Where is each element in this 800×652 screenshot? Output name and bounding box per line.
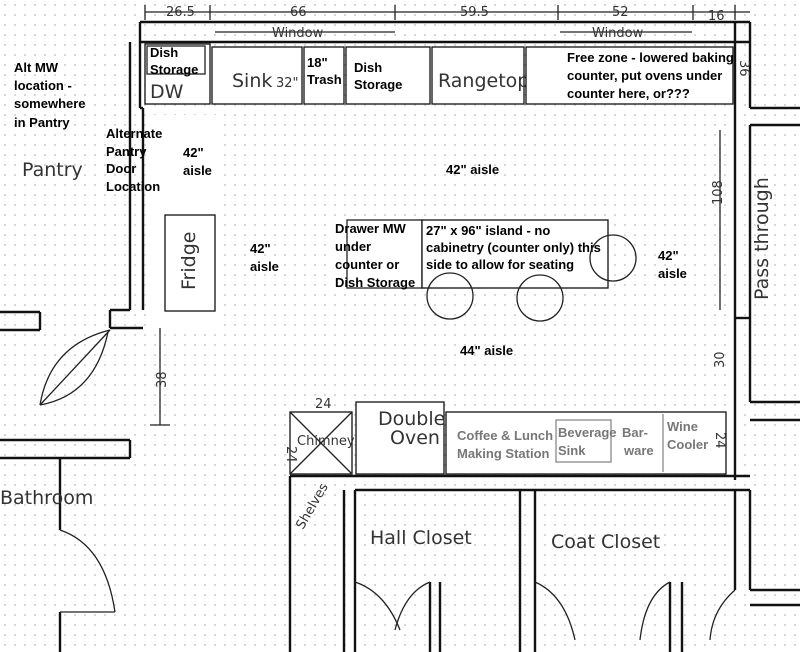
- sink-label: Sink: [232, 70, 272, 92]
- free-zone-line2: counter, put ovens under: [567, 68, 722, 83]
- rangetop-label: Rangetop: [438, 70, 529, 92]
- right-wall: [719, 22, 800, 480]
- aisle-42-c-line1: 42": [658, 248, 679, 263]
- alt-pantry-door-zone: [146, 115, 216, 210]
- hall-closet-swing-2: [394, 581, 431, 631]
- stool-1: [426, 272, 474, 320]
- beverage-label: Beverage: [558, 425, 617, 440]
- bathroom-label: Bathroom: [0, 487, 93, 509]
- dish-storage-2-line1: Dish: [354, 60, 382, 75]
- top-dimension-line: [144, 5, 750, 20]
- hall-closet-label: Hall Closet: [370, 527, 472, 549]
- dim-36: 36: [736, 60, 751, 77]
- fridge-label: Fridge: [178, 232, 200, 290]
- rangetop: [431, 46, 525, 105]
- bathroom-door-swing: [59, 529, 116, 613]
- dim-52: 52: [612, 5, 629, 20]
- dim-24-c: 24: [712, 432, 727, 449]
- trash-line1: 18": [307, 55, 328, 70]
- dish-storage-1-line2: Storage: [150, 62, 198, 77]
- dim-24-b: 24: [283, 446, 298, 463]
- beverage-sink-label: Sink: [558, 443, 586, 458]
- island-line3: side to allow for seating: [426, 257, 574, 272]
- sink-size-label: 32": [276, 76, 299, 91]
- alt-door-line1: Alternate: [106, 126, 162, 141]
- drawer-mw-line4: Dish Storage: [335, 275, 415, 290]
- dw-label: DW: [150, 81, 184, 103]
- coat-closet-swing-2: [639, 581, 671, 641]
- pantry-label: Pantry: [22, 159, 83, 181]
- island: [421, 219, 609, 289]
- aisle-44: 44" aisle: [460, 343, 513, 358]
- pass-through-label: Pass through: [751, 177, 773, 300]
- coffee-counter: [445, 411, 727, 475]
- island-line1: 27" x 96" island - no: [426, 223, 550, 238]
- dim-38: 38: [155, 371, 170, 388]
- stool-3: [589, 234, 637, 282]
- drawer-mw-line1: Drawer MW: [335, 221, 407, 236]
- coffee-line1: Coffee & Lunch: [457, 428, 553, 443]
- right-door-swing: [709, 589, 736, 641]
- island-line2: cabinetry (counter only) this: [426, 240, 601, 255]
- window-left-label: Window: [272, 26, 324, 41]
- alt-door-line2: Pantry: [106, 144, 147, 159]
- window-right-label: Window: [592, 26, 644, 41]
- dish-storage-2-line2: Storage: [354, 77, 402, 92]
- dim-66: 66: [290, 5, 307, 20]
- aisle-42-a-line1: 42": [183, 145, 204, 160]
- trash-cabinet: [303, 46, 345, 105]
- drawer-mw-line3: counter or: [335, 257, 399, 272]
- coat-closet-swing: [534, 581, 576, 641]
- alt-mw-line3: somewhere: [14, 96, 86, 111]
- double-oven: [355, 401, 445, 475]
- dim-24-a: 24: [315, 397, 332, 412]
- dim-59-5: 59.5: [460, 5, 489, 20]
- alt-door-line3: Door: [106, 161, 136, 176]
- stool-2: [516, 274, 564, 322]
- free-zone-line3: counter here, or???: [567, 86, 690, 101]
- aisle-42-a-line2: aisle: [183, 163, 212, 178]
- trash-line2: Trash: [307, 72, 342, 87]
- bottom-walls: [0, 438, 800, 652]
- ware-label: ware: [623, 443, 654, 458]
- bar-label: Bar-: [622, 425, 648, 440]
- alt-mw-line2: location -: [14, 78, 72, 93]
- beverage-sink: [555, 419, 612, 463]
- alt-mw-line1: Alt MW: [14, 60, 59, 75]
- drawer-mw-line2: under: [335, 239, 371, 254]
- cooler-label: Cooler: [667, 437, 708, 452]
- double-label: Double: [378, 408, 445, 430]
- alt-door-line4: Location: [106, 179, 160, 194]
- coffee-line2: Making Station: [457, 446, 550, 461]
- drawer-mw-zone: [330, 218, 422, 290]
- wine-label: Wine: [667, 419, 698, 434]
- aisle-42-b-line1: 42": [250, 241, 271, 256]
- aisle-42-c-line2: aisle: [658, 266, 687, 281]
- oven-label: Oven: [390, 427, 440, 449]
- sink-cabinet: [211, 46, 303, 105]
- top-wall: [140, 20, 750, 44]
- dim-26-5: 26.5: [166, 5, 195, 20]
- pantry-walls: [0, 22, 145, 332]
- alt-mw-line4: in Pantry: [14, 115, 70, 130]
- pantry-door: [39, 329, 111, 406]
- dish-storage-1-line1: Dish: [150, 45, 178, 60]
- dish-storage-1-box: [146, 45, 206, 75]
- dim-30: 30: [713, 351, 728, 368]
- chimney-label: Chimney: [297, 434, 355, 449]
- dish-storage-2-cabinet: [345, 46, 431, 105]
- coat-closet-label: Coat Closet: [551, 531, 660, 553]
- dim-108: 108: [711, 180, 726, 205]
- aisle-42-top: 42" aisle: [446, 162, 499, 177]
- free-zone-counter: [525, 46, 734, 105]
- aisle-42-b-line2: aisle: [250, 259, 279, 274]
- dim-16: 16: [708, 9, 725, 24]
- fridge: [164, 214, 216, 312]
- free-zone-line1: Free zone - lowered baking: [567, 50, 734, 65]
